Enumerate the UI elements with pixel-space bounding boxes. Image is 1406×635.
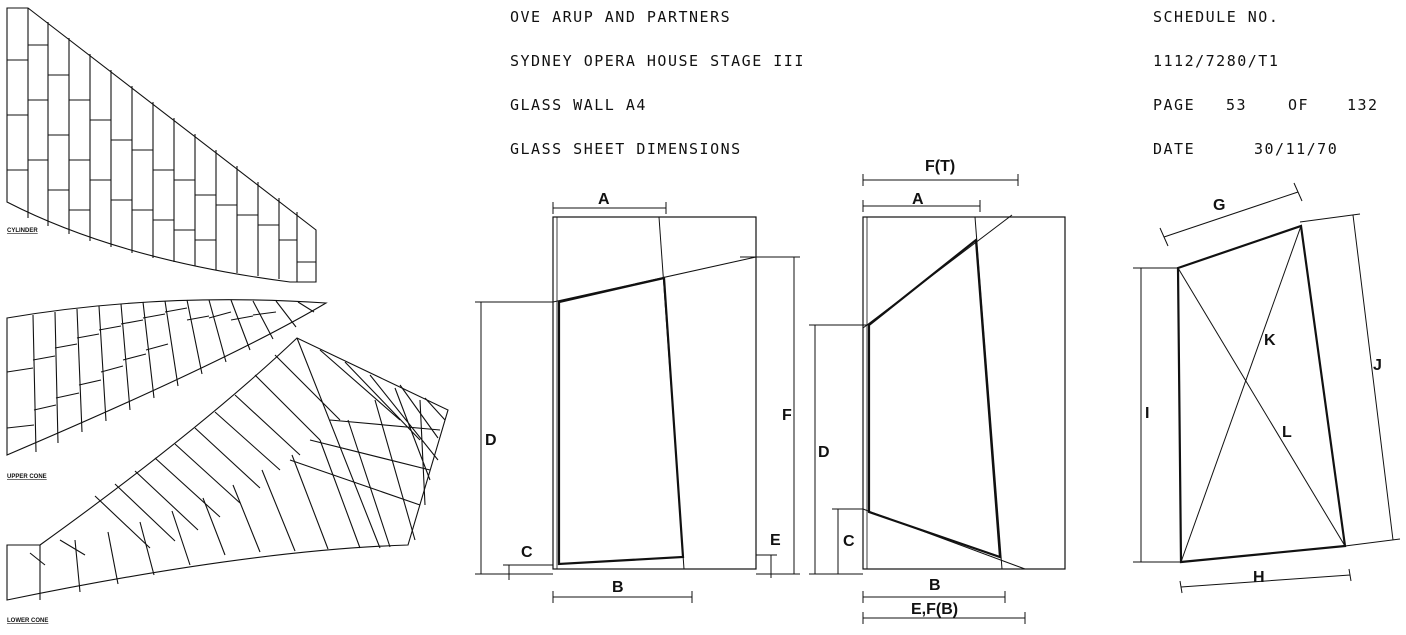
- dim-a2-label: A: [912, 191, 924, 208]
- dim-f-label: F: [782, 407, 792, 424]
- dim-c2-label: C: [843, 533, 855, 550]
- page-total: 132: [1347, 96, 1379, 114]
- project-title: SYDNEY OPERA HOUSE STAGE III: [510, 52, 805, 70]
- upper-cone-label: UPPER CONE: [7, 474, 47, 480]
- company-name: OVE ARUP AND PARTNERS: [510, 8, 732, 26]
- dim-j-label: J: [1373, 357, 1382, 374]
- lower-cone-label: LOWER CONE: [7, 618, 48, 624]
- dim-i-label: I: [1145, 405, 1149, 422]
- dim-d-label: D: [485, 432, 497, 449]
- page-label: PAGE: [1153, 96, 1196, 114]
- dim-ft-label: F(T): [925, 158, 955, 175]
- schedule-number: 1112/7280/T1: [1153, 52, 1280, 70]
- dim-d2-label: D: [818, 444, 830, 461]
- cylinder-label: CYLINDER: [7, 228, 38, 234]
- glass-sheet-diagram-3: [1133, 182, 1401, 594]
- dim-a-label: A: [598, 191, 610, 208]
- lower-cone-panel: [6, 337, 449, 601]
- glass-sheet-diagram-2: [809, 174, 1066, 624]
- dim-g-label: G: [1213, 197, 1225, 214]
- glass-sheet-diagram-1: [475, 202, 800, 603]
- dim-b-label: B: [612, 579, 624, 596]
- upper-cone-panel: [6, 299, 328, 456]
- dim-c-label: C: [521, 544, 533, 561]
- schedule-label: SCHEDULE NO.: [1153, 8, 1280, 26]
- wall-title: GLASS WALL A4: [510, 96, 647, 114]
- dim-b2-label: B: [929, 577, 941, 594]
- date-value: 30/11/70: [1254, 140, 1339, 158]
- of-label: OF: [1288, 96, 1310, 114]
- page-number: 53: [1226, 96, 1248, 114]
- dim-h-label: H: [1253, 569, 1265, 586]
- dim-efb-label: E,F(B): [911, 601, 958, 618]
- cylinder-panel: [6, 7, 317, 283]
- date-label: DATE: [1153, 140, 1196, 158]
- dim-e-label: E: [770, 532, 781, 549]
- dim-k-label: K: [1264, 332, 1276, 349]
- dim-l-label: L: [1282, 424, 1292, 441]
- subject-title: GLASS SHEET DIMENSIONS: [510, 140, 742, 158]
